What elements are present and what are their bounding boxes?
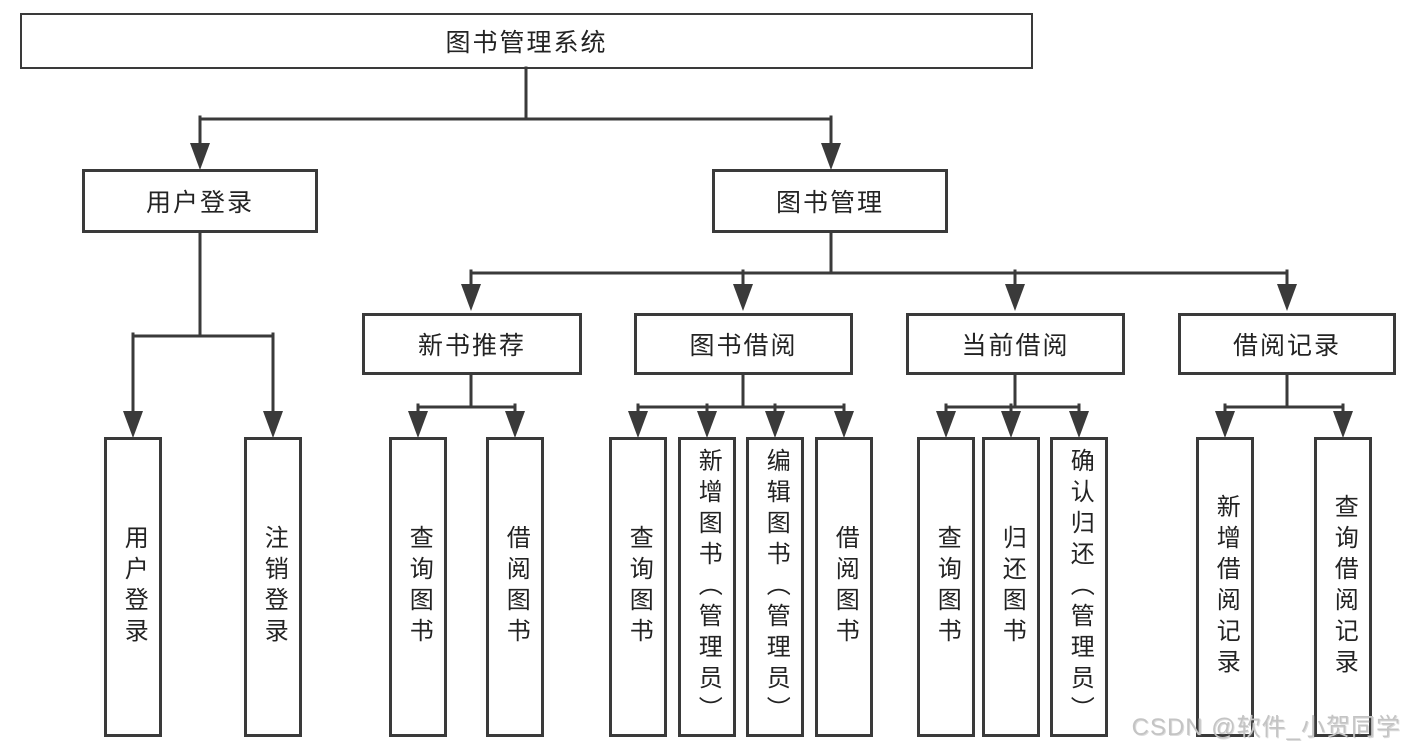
node-br-query-record: 查询借阅记录 xyxy=(1314,437,1372,737)
node-user-login: 用户登录 xyxy=(82,169,318,233)
node-bb-edit-books-admin: 编辑图书（管理员） xyxy=(746,437,804,737)
node-cb-return-books-label: 归还图书 xyxy=(998,525,1026,649)
arrow-to-cb-return xyxy=(1001,411,1021,438)
arrow-to-nbr-query xyxy=(408,411,428,438)
arrow-to-login xyxy=(123,411,143,438)
node-borrowing-records-label: 借阅记录 xyxy=(1232,332,1341,360)
node-library-system: 图书管理系统 xyxy=(20,13,1033,69)
arrow-to-bb-add xyxy=(697,411,717,438)
arrow-to-logout xyxy=(263,411,283,438)
node-bb-add-books-admin-label: 新增图书（管理员） xyxy=(694,447,722,727)
node-cb-query-books-label: 查询图书 xyxy=(933,525,961,649)
node-new-book-recommend-label: 新书推荐 xyxy=(417,332,526,360)
arrow-to-br-add xyxy=(1215,411,1235,438)
node-bb-add-books-admin: 新增图书（管理员） xyxy=(678,437,736,737)
arrow-to-current-borrowing xyxy=(1005,284,1025,311)
node-bb-edit-books-admin-label: 编辑图书（管理员） xyxy=(762,447,790,727)
node-logout-label: 注销登录 xyxy=(260,525,288,649)
arrow-to-book-borrowing xyxy=(733,284,753,311)
arrow-to-borrowing-records xyxy=(1277,284,1297,311)
node-book-borrowing: 图书借阅 xyxy=(634,313,853,375)
node-borrowing-records: 借阅记录 xyxy=(1178,313,1396,375)
node-user-login-label: 用户登录 xyxy=(145,189,254,217)
node-current-borrowing-label: 当前借阅 xyxy=(961,332,1070,360)
node-cb-confirm-return-admin-label: 确认归还（管理员） xyxy=(1066,447,1094,727)
node-book-management: 图书管理 xyxy=(712,169,948,233)
node-current-borrowing: 当前借阅 xyxy=(906,313,1125,375)
node-login: 用户登录 xyxy=(104,437,162,737)
node-new-book-recommend: 新书推荐 xyxy=(362,313,582,375)
arrow-to-nbr-borrow xyxy=(505,411,525,438)
arrow-to-new-book-recommend xyxy=(461,284,481,311)
node-book-borrowing-label: 图书借阅 xyxy=(689,332,798,360)
arrow-to-bb-edit xyxy=(765,411,785,438)
node-br-add-record: 新增借阅记录 xyxy=(1196,437,1254,737)
node-cb-query-books: 查询图书 xyxy=(917,437,975,737)
arrow-to-user-login xyxy=(190,143,210,170)
watermark: CSDN @软件_小贺同学 xyxy=(1131,714,1401,741)
node-cb-confirm-return-admin: 确认归还（管理员） xyxy=(1050,437,1108,737)
node-nbr-query-books: 查询图书 xyxy=(389,437,447,737)
node-nbr-borrow-books: 借阅图书 xyxy=(486,437,544,737)
node-login-label: 用户登录 xyxy=(120,525,148,649)
node-nbr-borrow-books-label: 借阅图书 xyxy=(502,525,530,649)
node-logout: 注销登录 xyxy=(244,437,302,737)
arrow-to-book-management xyxy=(821,143,841,170)
node-cb-return-books: 归还图书 xyxy=(982,437,1040,737)
node-nbr-query-books-label: 查询图书 xyxy=(405,525,433,649)
arrow-to-bb-query xyxy=(628,411,648,438)
arrow-to-cb-query xyxy=(936,411,956,438)
arrow-to-br-query xyxy=(1333,411,1353,438)
node-br-add-record-label: 新增借阅记录 xyxy=(1212,494,1240,680)
arrow-to-cb-confirm xyxy=(1069,411,1089,438)
node-bb-query-books-label: 查询图书 xyxy=(625,525,653,649)
node-bb-borrow-books: 借阅图书 xyxy=(815,437,873,737)
node-book-management-label: 图书管理 xyxy=(775,189,884,217)
node-bb-query-books: 查询图书 xyxy=(609,437,667,737)
node-bb-borrow-books-label: 借阅图书 xyxy=(831,525,859,649)
arrow-to-bb-borrow xyxy=(834,411,854,438)
node-library-system-label: 图书管理系统 xyxy=(445,29,608,57)
node-br-query-record-label: 查询借阅记录 xyxy=(1330,494,1358,680)
